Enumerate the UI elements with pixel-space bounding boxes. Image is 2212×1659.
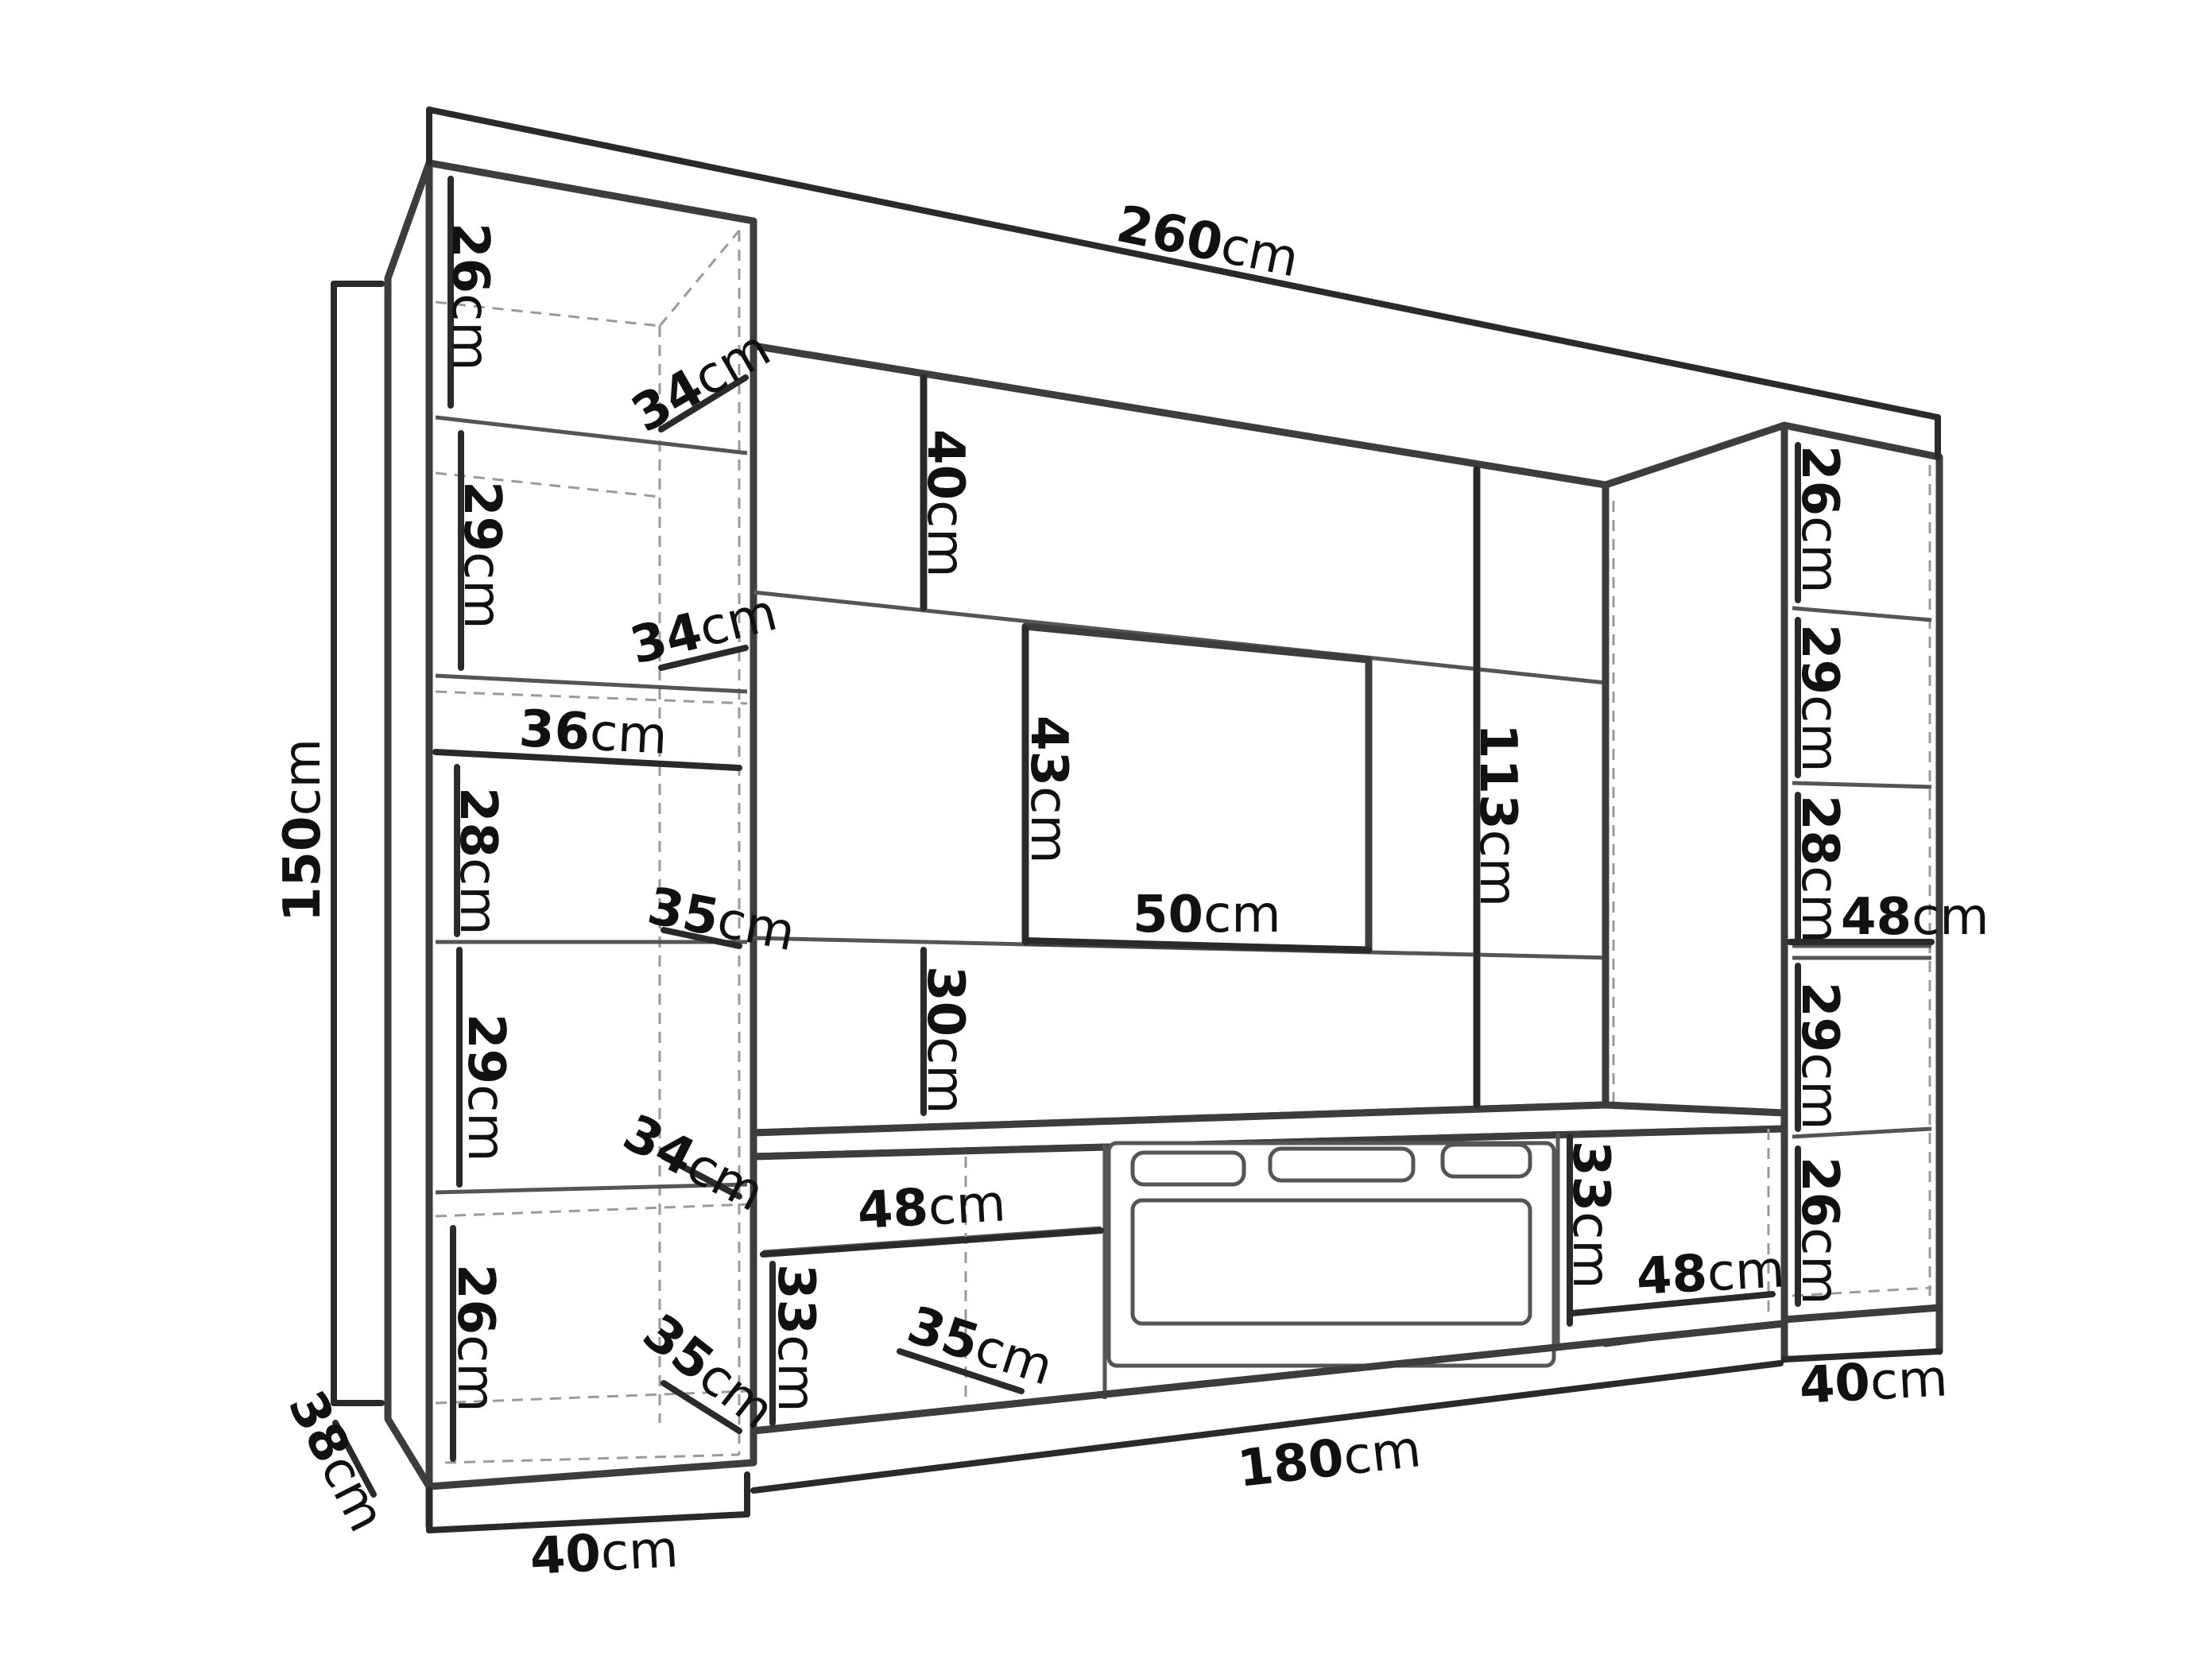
tv-cabinet — [750, 1101, 1788, 1435]
label-right-shelf4-height: 29cm — [1790, 982, 1849, 1130]
label-center-upper-height: 40cm — [916, 429, 974, 578]
label-center-width: 180cm — [1234, 1420, 1424, 1499]
label-left-shelf5-height: 26cm — [446, 1264, 505, 1413]
label-center-tall-height: 113cm — [1468, 723, 1527, 907]
label-total-height: 150cm — [273, 738, 332, 922]
label-center-lower-height: 30cm — [916, 966, 974, 1114]
label-left-cabinet-width: 48cm — [856, 1174, 1007, 1241]
label-left-shelf2-height: 29cm — [452, 481, 511, 630]
label-total-width: 260cm — [1112, 195, 1304, 289]
label-left-width: 40cm — [529, 1520, 680, 1587]
label-tv-width: 50cm — [1133, 886, 1281, 944]
label-right-cabinet-width: 48cm — [1635, 1240, 1786, 1307]
left-shelf-unit — [384, 159, 757, 1530]
dimension-lines — [331, 107, 1943, 1533]
label-right-shelf-width: 48cm — [1841, 888, 1989, 947]
label-right-shelf1-height: 26cm — [1790, 445, 1849, 594]
label-tv-height: 43cm — [1019, 715, 1078, 864]
right-shelf-unit — [1780, 421, 1943, 1363]
label-left-shelf1-height: 26cm — [440, 223, 499, 371]
label-right-shelf3-height: 28cm — [1790, 795, 1849, 944]
label-right-cabinet-height: 33cm — [1561, 1141, 1620, 1289]
label-left-shelf4-height: 29cm — [456, 1014, 515, 1162]
label-right-shelf2-height: 29cm — [1790, 624, 1849, 773]
label-right-shelf5-height: 26cm — [1790, 1157, 1849, 1305]
label-right-width: 40cm — [1798, 1349, 1949, 1416]
label-left-shelf-width: 36cm — [517, 700, 668, 766]
label-left-cabinet-height: 33cm — [766, 1264, 825, 1413]
label-left-shelf3-height: 28cm — [448, 787, 507, 936]
label-left-shelf3-depth: 35cm — [643, 877, 800, 963]
